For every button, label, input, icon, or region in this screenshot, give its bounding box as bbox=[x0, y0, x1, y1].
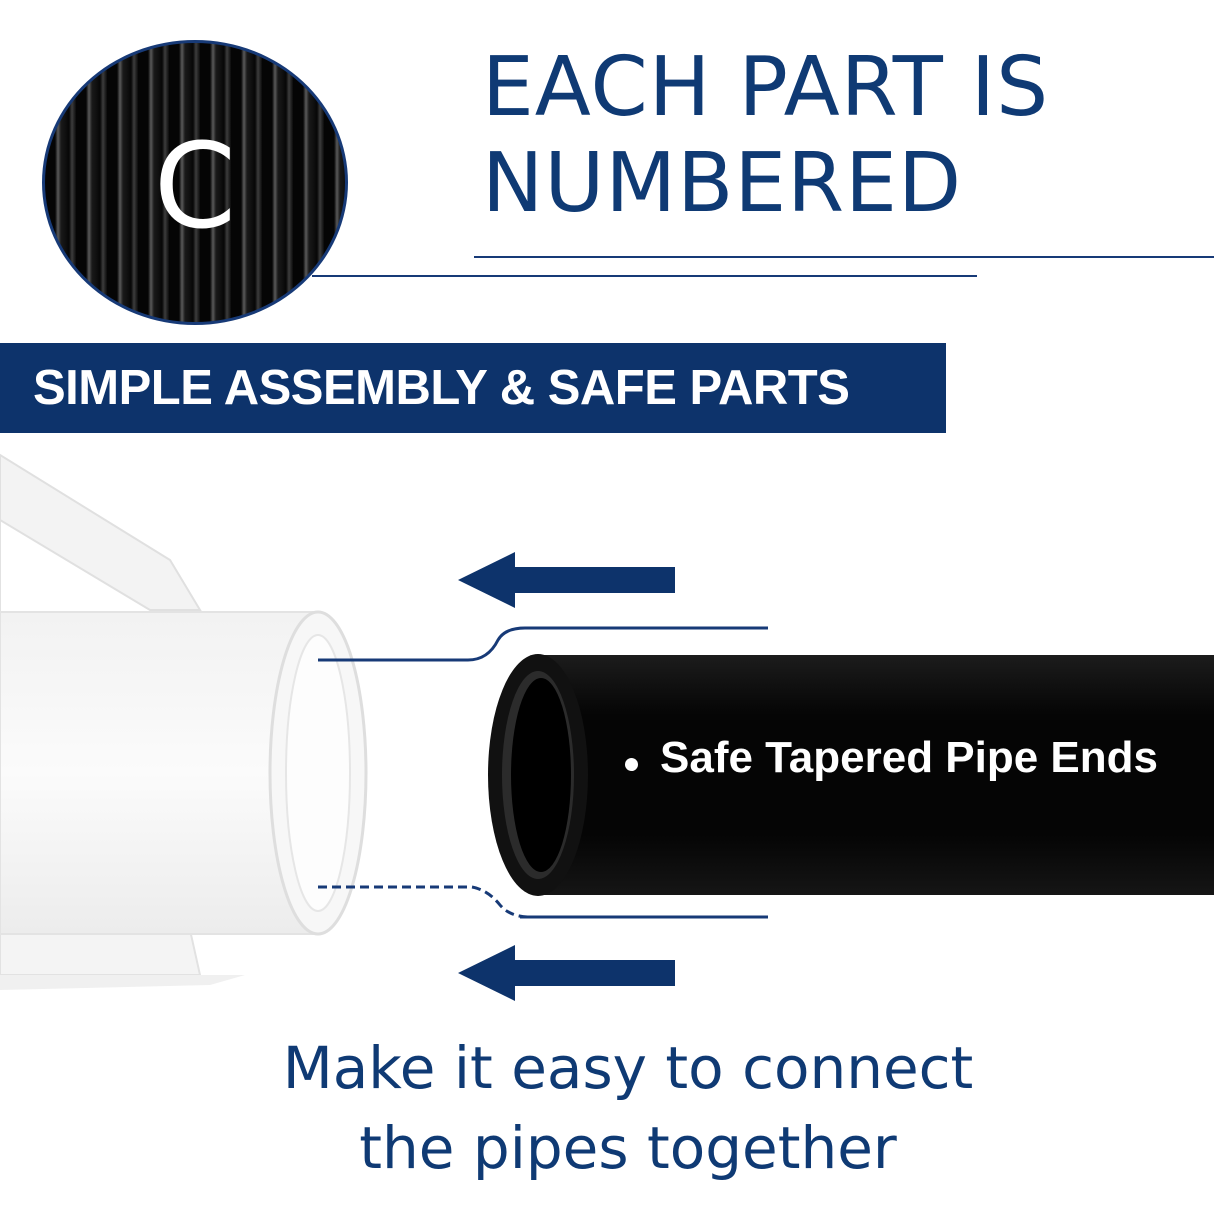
banner-title: SIMPLE ASSEMBLY & SAFE PARTS bbox=[33, 361, 850, 415]
black-pipe bbox=[488, 654, 1214, 896]
arrow-left-icon bbox=[458, 552, 675, 608]
pipe-feature-label: Safe Tapered Pipe Ends bbox=[660, 733, 1159, 782]
divider-line bbox=[312, 275, 977, 277]
caption-line-2: the pipes together bbox=[359, 1114, 897, 1182]
arrow-left-icon bbox=[458, 945, 675, 1001]
caption-line-1: Make it easy to connect bbox=[282, 1034, 974, 1102]
caption: Make it easy to connect the pipes togeth… bbox=[0, 1028, 1214, 1188]
headline-line-2: NUMBERED bbox=[482, 136, 963, 231]
bullet-icon bbox=[625, 758, 638, 771]
feature-banner: SIMPLE ASSEMBLY & SAFE PARTS bbox=[0, 343, 946, 433]
headline-line-1: EACH PART IS bbox=[482, 40, 1050, 135]
taper-guide-lines bbox=[318, 626, 768, 919]
numbered-pipe-badge: C bbox=[42, 40, 348, 325]
pipe-connection-illustration bbox=[0, 453, 1214, 1001]
part-letter: C bbox=[153, 116, 237, 255]
divider-line bbox=[474, 256, 1214, 258]
headline: EACH PART IS NUMBERED bbox=[482, 40, 1202, 232]
clear-fitting bbox=[0, 453, 368, 990]
